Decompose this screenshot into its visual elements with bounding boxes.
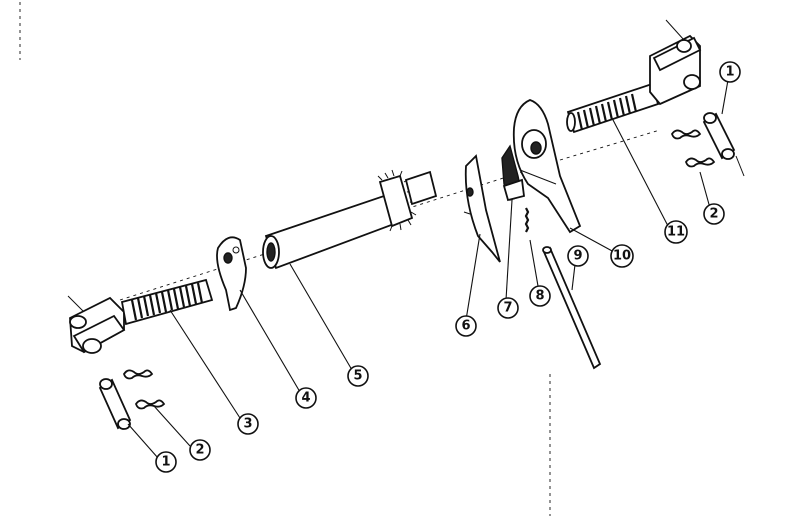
- callout-7: 7: [497, 297, 519, 319]
- small-spring: [524, 207, 530, 233]
- svg-text:4: 4: [301, 391, 310, 406]
- left-lever-plate: [216, 236, 247, 312]
- svg-text:8: 8: [535, 289, 544, 304]
- callout-4: 4: [295, 387, 317, 409]
- callout-8: 8: [529, 285, 551, 307]
- callout-2-left: 2: [189, 439, 211, 461]
- callout-1-left: 1: [155, 451, 177, 473]
- callout-1-right: 1: [719, 61, 741, 83]
- svg-text:10: 10: [613, 249, 631, 264]
- callout-6: 6: [455, 315, 477, 337]
- svg-text:1: 1: [725, 65, 734, 80]
- callout-2-right: 2: [703, 203, 725, 225]
- center-tube: [262, 169, 438, 270]
- callout-10: 10: [610, 244, 634, 268]
- svg-text:7: 7: [503, 301, 512, 316]
- center-axis: [19, 2, 661, 516]
- svg-text:1: 1: [161, 455, 170, 470]
- callouts: 1 2 3 4 5 6 7 8: [155, 61, 741, 473]
- callout-9: 9: [567, 245, 589, 267]
- svg-text:6: 6: [461, 319, 470, 334]
- svg-text:3: 3: [243, 417, 252, 432]
- left-pin-and-clips: [98, 369, 166, 430]
- right-threaded-rod-clevis: [566, 19, 702, 134]
- cam-plate: [463, 154, 501, 263]
- svg-text:2: 2: [195, 443, 204, 458]
- svg-text:11: 11: [667, 225, 685, 240]
- pin-rod: [542, 246, 602, 370]
- right-lever-plate: [512, 99, 582, 234]
- callout-11: 11: [664, 220, 688, 244]
- svg-text:5: 5: [353, 369, 362, 384]
- callout-5: 5: [347, 365, 369, 387]
- right-pin-and-clips: [671, 112, 745, 177]
- svg-text:2: 2: [709, 207, 718, 222]
- svg-text:9: 9: [573, 249, 582, 264]
- dark-bracket: [501, 144, 525, 202]
- left-clevis-threaded-rod: [67, 278, 214, 354]
- callout-3: 3: [237, 413, 259, 435]
